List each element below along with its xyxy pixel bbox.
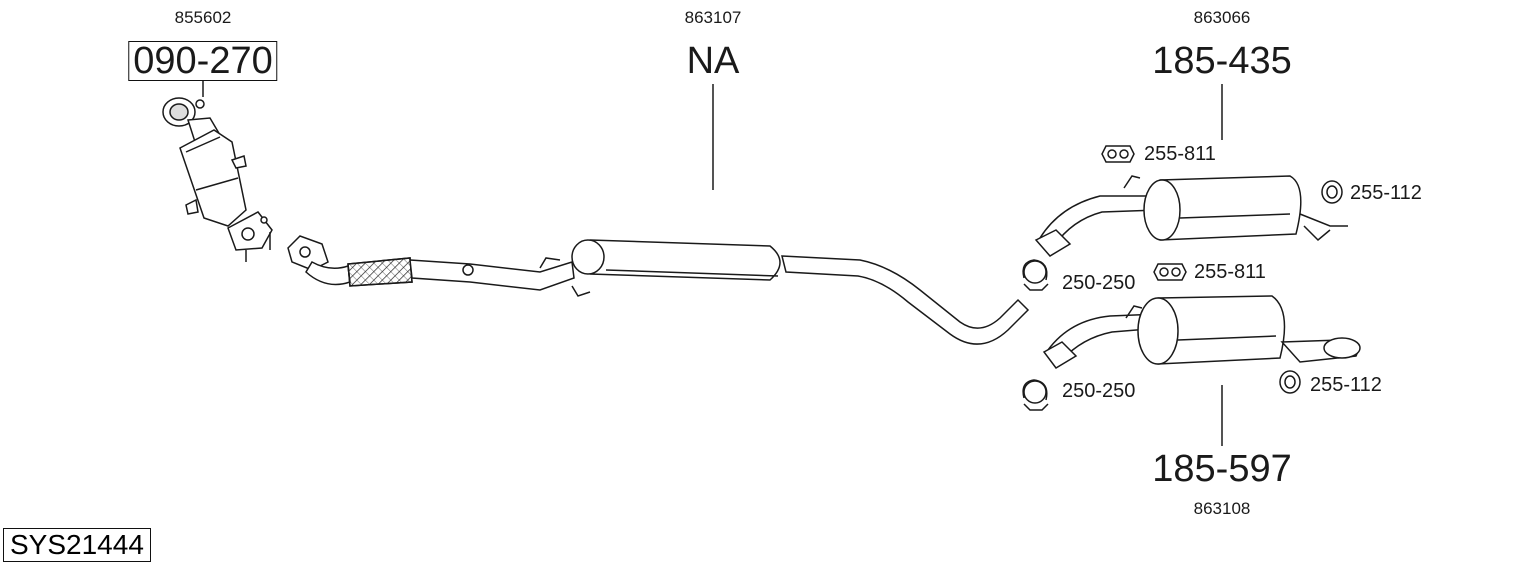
accessory-label: 255-112	[1310, 374, 1382, 396]
rear-silencer-upper	[1034, 175, 1348, 257]
clamp-icon	[1022, 379, 1049, 411]
clamp-icon	[1022, 259, 1049, 291]
accessory-label: 250-250	[1062, 272, 1136, 294]
part-number-label: 185-435	[1152, 40, 1292, 82]
rear-silencer-lower	[1042, 295, 1361, 369]
rubber-mount-icon	[1153, 263, 1187, 281]
part-number-label: 090-270	[128, 41, 278, 81]
accessory-label: 250-250	[1062, 380, 1136, 402]
catalytic-converter	[162, 97, 273, 262]
middle-silencer	[571, 239, 1030, 345]
accessory-label: 255-112	[1350, 182, 1422, 204]
accessory-label: 255-811	[1144, 143, 1216, 165]
front-pipe	[287, 235, 591, 297]
reference-number: 863107	[684, 8, 742, 27]
rubber-mount-icon	[1101, 145, 1135, 163]
system-code: SYS21444	[3, 528, 151, 562]
rubber-ring-icon	[1321, 180, 1343, 204]
part-number-label: 185-597	[1152, 448, 1292, 490]
reference-number: 863108	[1193, 499, 1251, 518]
rubber-ring-icon	[1279, 370, 1301, 394]
part-number-label: NA	[686, 40, 740, 82]
reference-number: 863066	[1193, 8, 1251, 27]
accessory-label: 255-811	[1194, 261, 1266, 283]
reference-number: 855602	[174, 8, 232, 27]
